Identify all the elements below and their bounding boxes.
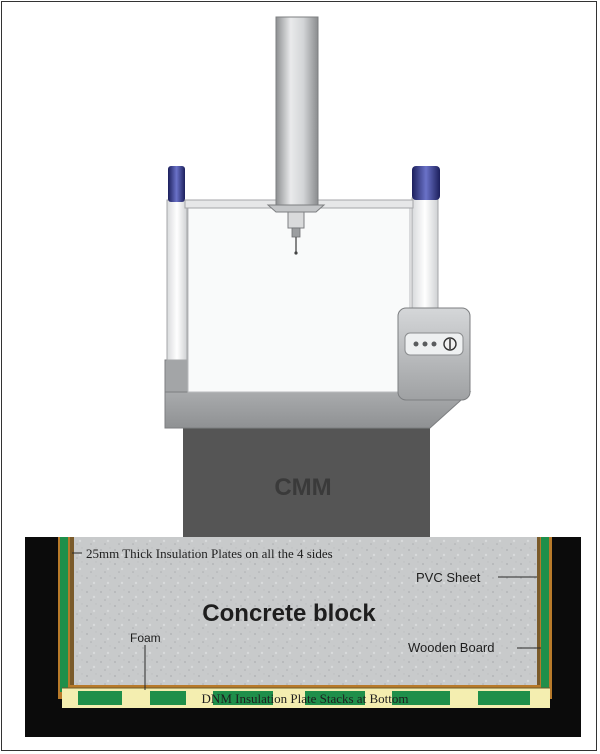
pvc-sheet-left <box>70 537 74 685</box>
carriage <box>266 204 326 213</box>
insulation-plates-label: 25mm Thick Insulation Plates on all the … <box>86 546 333 561</box>
controller-button-2 <box>422 341 428 347</box>
bottom-insulation-stack-3 <box>213 691 273 705</box>
bottom-insulation-stack-2 <box>150 691 186 705</box>
foam-label: Foam <box>130 631 161 645</box>
wooden-board-label: Wooden Board <box>408 640 495 655</box>
bottom-insulation-stack-5 <box>392 691 450 705</box>
pvc-sheet-label: PVC Sheet <box>416 570 481 585</box>
column-cap-right <box>412 166 440 200</box>
column-left <box>166 199 188 361</box>
cmm-base <box>183 428 430 537</box>
probe-tip <box>294 251 298 255</box>
column-right <box>411 197 439 311</box>
side-insulation-left <box>60 537 68 692</box>
leader-lines <box>72 552 541 690</box>
cmm-label: CMM <box>274 474 331 501</box>
concrete-block-label: Concrete block <box>202 600 376 627</box>
controller-box <box>397 307 471 401</box>
z-axis-spindle <box>275 16 319 206</box>
cmm-machine <box>164 16 472 537</box>
bottom-stacks-label: DNM Insulation Plate Stacks at Bottom <box>202 691 409 706</box>
controller-button-1 <box>413 341 419 347</box>
bottom-insulation-stack-6 <box>478 691 530 705</box>
table-left-support <box>164 359 189 393</box>
concrete-block <box>74 537 537 685</box>
probe-body <box>291 227 301 238</box>
side-insulation-right <box>541 537 549 692</box>
bottom-insulation-stack-1 <box>78 691 122 705</box>
bottom-insulation-stack-4 <box>305 691 365 705</box>
column-cap-left <box>168 166 185 202</box>
foundation-pit <box>25 537 581 737</box>
pvc-sheet-right <box>537 537 540 685</box>
controller-button-3 <box>431 341 437 347</box>
probe-head <box>287 211 305 229</box>
measuring-volume <box>187 206 411 393</box>
